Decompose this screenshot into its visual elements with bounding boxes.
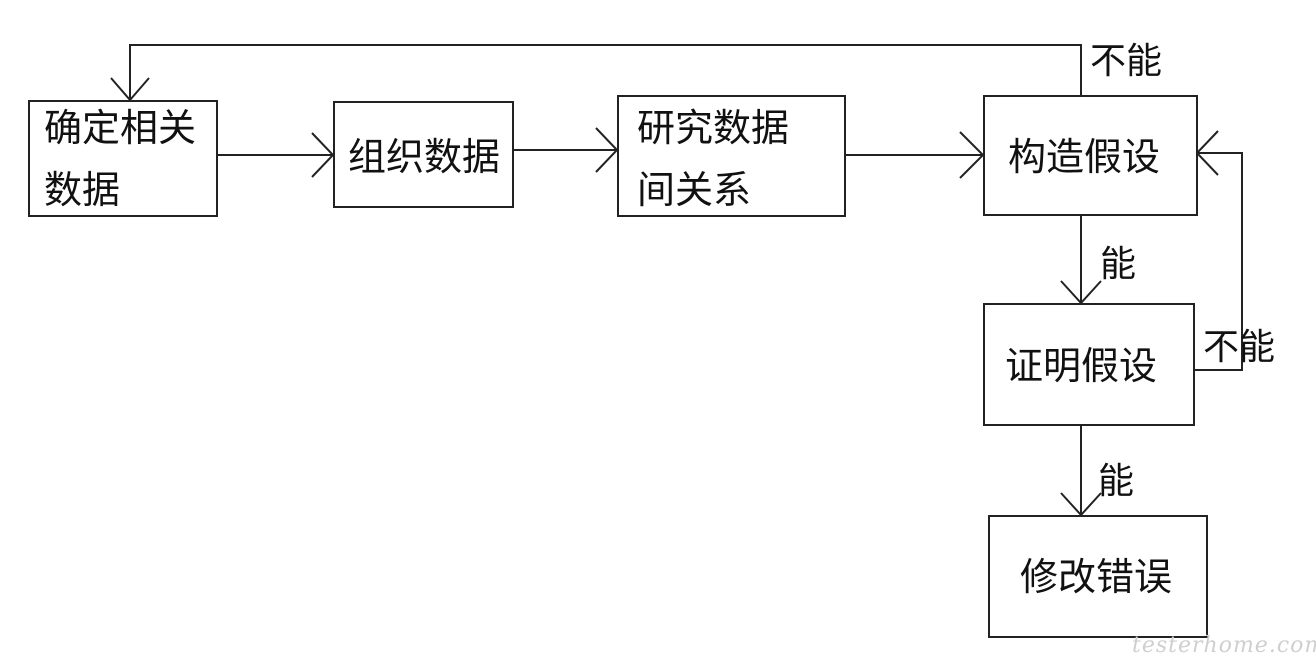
node-determine-data-label: 确定相关 数据 <box>44 106 197 212</box>
node-determine-data <box>28 100 218 217</box>
edge-prove-back-to-construct <box>1194 152 1243 371</box>
node-organize-data <box>333 101 514 208</box>
edge-label-prove-to-fix: 能 <box>1098 461 1135 502</box>
node-study-relations-label: 研究数据 间关系 <box>637 106 790 212</box>
node-fix-errors <box>988 515 1208 638</box>
node-organize-data-label: 组织数据 <box>348 135 501 179</box>
edge-construct-back-to-determine <box>129 44 1082 100</box>
watermark: testerhome.com <box>1132 633 1316 658</box>
edge-label-construct-back-to-determine: 不能 <box>1090 41 1163 82</box>
node-fix-errors-label: 修改错误 <box>1020 555 1173 599</box>
node-construct-hypothesis <box>983 95 1198 216</box>
edge-label-construct-to-prove: 能 <box>1100 244 1137 285</box>
node-study-relations <box>617 95 846 217</box>
node-prove-hypothesis <box>983 303 1195 426</box>
node-construct-hypothesis-label: 构造假设 <box>1008 135 1161 179</box>
edge-label-prove-back-to-construct: 不能 <box>1203 327 1276 368</box>
node-prove-hypothesis-label: 证明假设 <box>1005 344 1158 388</box>
